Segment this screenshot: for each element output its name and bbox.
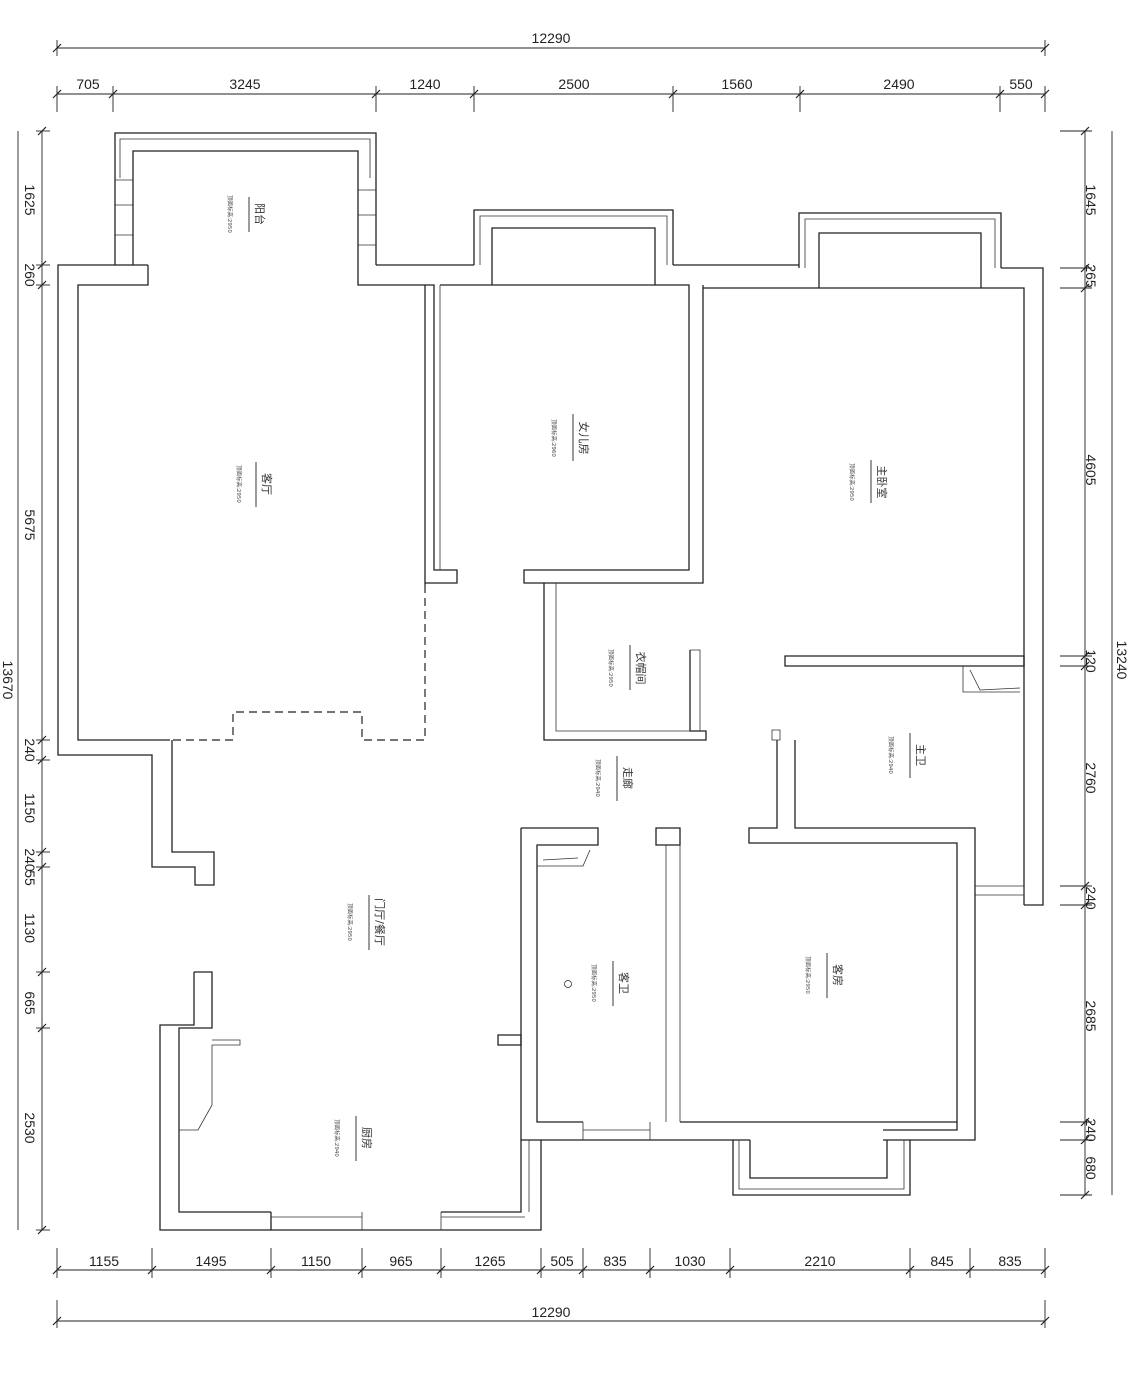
- bottom-dimension-7: 835: [603, 1253, 627, 1269]
- left-total-dimension: 13670: [0, 661, 16, 700]
- room-closet: 衣帽间 顶面标高:2950: [607, 645, 648, 690]
- top-dimension-4: 2500: [558, 76, 589, 92]
- room-guest-bath: 客卫 顶面标高:2950: [564, 961, 631, 1006]
- ceiling-height: 顶面标高:2940: [887, 736, 895, 774]
- ceiling-height: 顶面标高:2950: [235, 465, 243, 503]
- room-label: 走廊: [621, 767, 635, 789]
- room-label: 阳台: [253, 203, 267, 225]
- room-foyer-dining: 门厅/餐厅 顶面标高:2950: [346, 895, 387, 950]
- bottom-dimension-9: 2210: [804, 1253, 835, 1269]
- room-label: 女儿房: [577, 422, 591, 455]
- top-dimension-7: 550: [1009, 76, 1033, 92]
- bottom-dimension-5: 1265: [474, 1253, 505, 1269]
- ceiling-height: 顶面标高:2950: [607, 649, 615, 687]
- bottom-dimension-10: 845: [930, 1253, 954, 1269]
- right-dimensions: 1645 265 4605 120 2760 240 2685 240 680 …: [1060, 126, 1128, 1200]
- room-living: 客厅 顶面标高:2950: [235, 462, 274, 507]
- left-dimension-2: 260: [22, 263, 38, 287]
- right-dimension-9: 680: [1083, 1156, 1099, 1180]
- room-label: 主卫: [914, 744, 927, 766]
- room-label: 客房: [831, 964, 845, 986]
- top-dimension-2: 3245: [229, 76, 260, 92]
- right-dimension-7: 2685: [1083, 1000, 1099, 1031]
- bottom-dimension-4: 965: [389, 1253, 413, 1269]
- top-dimension-3: 1240: [409, 76, 440, 92]
- top-dimensions: 12290 705 3245 1240 2500 1560 2490 550: [52, 30, 1050, 112]
- right-dimension-1: 1645: [1083, 184, 1099, 215]
- room-label: 客厅: [260, 473, 274, 495]
- left-dimension-8: 665: [22, 991, 38, 1015]
- bottom-total-dimension: 12290: [532, 1304, 571, 1320]
- ceiling-height: 顶面标高:2950: [804, 956, 812, 994]
- top-dimension-5: 1560: [721, 76, 752, 92]
- bottom-dimension-2: 1495: [195, 1253, 226, 1269]
- room-label: 厨房: [360, 1127, 373, 1149]
- room-labels: 阳台 顶面标高:2950 客厅 顶面标高:2950 女儿房 顶面标高:2960 …: [226, 195, 927, 1161]
- room-master-bedroom: 主卧室 顶面标高:2950: [848, 460, 889, 503]
- bottom-dimensions: 1155 1495 1150 965 1265 505 835 1030 221…: [52, 1248, 1050, 1328]
- room-guest: 客房 顶面标高:2950: [804, 953, 845, 998]
- walls: [57, 132, 1044, 1231]
- right-total-dimension: 13240: [1114, 641, 1128, 680]
- room-balcony: 阳台 顶面标高:2950: [226, 195, 267, 233]
- room-kitchen: 厨房 顶面标高:2940: [333, 1116, 373, 1161]
- room-daughter: 女儿房 顶面标高:2960: [550, 414, 591, 461]
- room-label: 客卫: [617, 972, 631, 994]
- ceiling-height: 顶面标高:2960: [550, 419, 558, 457]
- ceiling-height: 顶面标高:2940: [594, 759, 602, 797]
- left-dimension-overlap: 55: [22, 870, 38, 886]
- top-dimension-1: 705: [76, 76, 100, 92]
- room-master-bath: 主卫 顶面标高:2940: [887, 733, 927, 778]
- ceiling-height: 顶面标高:2950: [590, 964, 598, 1002]
- top-dimension-6: 2490: [883, 76, 914, 92]
- right-dimension-6: 240: [1083, 886, 1099, 910]
- right-dimension-2: 265: [1083, 264, 1099, 288]
- right-dimension-4: 120: [1083, 649, 1099, 673]
- room-corridor: 走廊 顶面标高:2940: [594, 756, 635, 801]
- left-dimension-4: 240: [22, 738, 38, 762]
- room-label: 主卧室: [875, 466, 889, 499]
- left-dimensions: 1625 260 5675 240 1150 240 55 1130 665 2…: [0, 126, 50, 1235]
- floor-drain-icon: [564, 980, 572, 988]
- room-label: 门厅/餐厅: [373, 898, 387, 946]
- right-dimension-3: 4605: [1083, 454, 1099, 485]
- left-dimension-9: 2530: [22, 1112, 38, 1143]
- bottom-dimension-8: 1030: [674, 1253, 705, 1269]
- ceiling-height: 顶面标高:2950: [848, 463, 856, 501]
- left-dimension-1: 1625: [22, 184, 38, 215]
- bottom-dimension-3: 1150: [301, 1253, 331, 1269]
- top-total-dimension: 12290: [532, 30, 571, 46]
- ceiling-height: 顶面标高:2950: [226, 195, 234, 233]
- left-dimension-3: 5675: [22, 509, 38, 540]
- left-dimension-6: 240: [22, 848, 38, 872]
- right-dimension-8: 240: [1083, 1118, 1099, 1142]
- bottom-dimension-1: 1155: [89, 1253, 119, 1269]
- ceiling-height: 顶面标高:2950: [346, 903, 354, 941]
- ceiling-height: 顶面标高:2940: [333, 1119, 341, 1157]
- right-dimension-5: 2760: [1083, 762, 1099, 793]
- left-dimension-5: 1150: [22, 793, 38, 823]
- bottom-dimension-6: 505: [550, 1253, 574, 1269]
- bottom-dimension-11: 835: [998, 1253, 1022, 1269]
- left-dimension-7: 1130: [22, 913, 38, 943]
- room-label: 衣帽间: [634, 652, 648, 685]
